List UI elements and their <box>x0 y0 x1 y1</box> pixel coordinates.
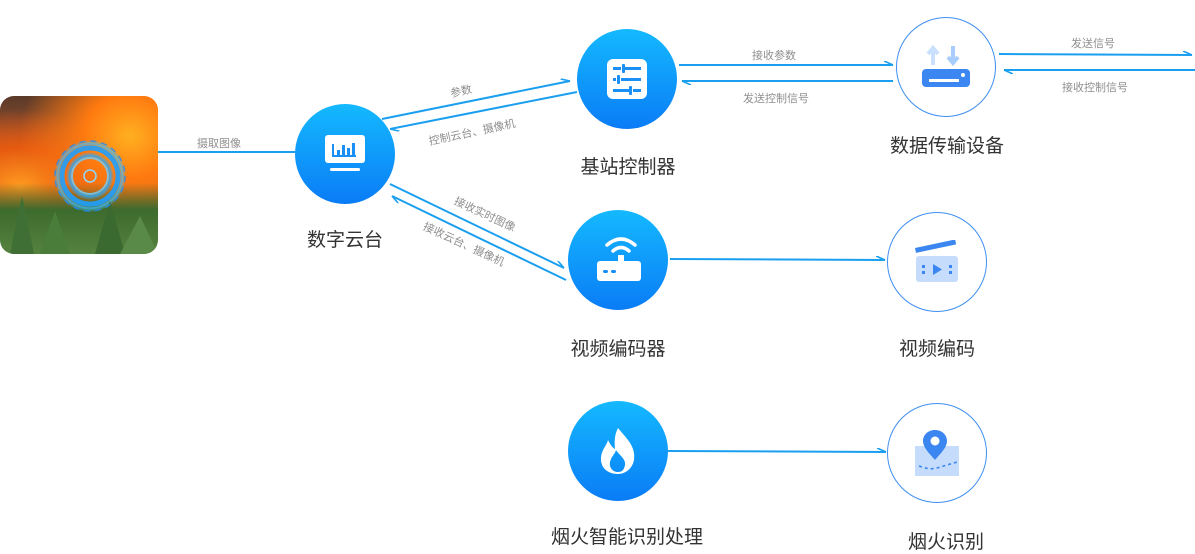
node-fire-ai[interactable] <box>568 401 668 501</box>
node-label-controller: 基站控制器 <box>580 156 676 178</box>
edge-realtime-image <box>389 183 564 269</box>
node-label-fire-detect: 烟火识别 <box>907 531 985 553</box>
router-updown-icon <box>922 44 970 87</box>
edge-params <box>381 81 571 120</box>
node-video-code[interactable] <box>887 212 987 312</box>
node-transmitter[interactable] <box>896 17 996 117</box>
clapperboard-icon <box>915 240 958 282</box>
sliders-icon <box>607 59 647 99</box>
edge-label-send-control: 发送控制信号 <box>743 92 809 105</box>
edge-fire <box>667 451 886 453</box>
map-pin-icon <box>915 430 959 476</box>
node-fire-detect[interactable] <box>887 403 987 503</box>
edge-encode <box>669 259 885 261</box>
node-label-video-code: 视频编码 <box>898 338 976 360</box>
edge-label-receive-params: 接收参数 <box>752 49 796 62</box>
node-controller[interactable] <box>577 29 677 129</box>
node-label-ptz: 数字云台 <box>306 229 384 251</box>
wifi-router-icon <box>597 237 641 281</box>
node-ptz[interactable] <box>295 104 395 204</box>
forest-fire-image <box>0 96 158 254</box>
node-encoder[interactable] <box>568 210 668 310</box>
monitor-chart-icon <box>325 135 365 171</box>
edge-label-send-signal: 发送信号 <box>1071 37 1115 50</box>
edge-label-receive-control: 接收控制信号 <box>1062 81 1128 94</box>
edge-receive-ptz <box>392 195 567 281</box>
flame-icon <box>600 428 635 474</box>
node-label-transmitter: 数据传输设备 <box>889 135 1005 157</box>
edge-send-signal <box>998 54 1192 56</box>
edge-label-capture-image: 摄取图像 <box>197 137 241 150</box>
node-label-encoder: 视频编码器 <box>570 338 666 360</box>
edge-control-ptz <box>389 91 578 129</box>
node-label-fire-ai: 烟火智能识别处理 <box>550 526 704 548</box>
